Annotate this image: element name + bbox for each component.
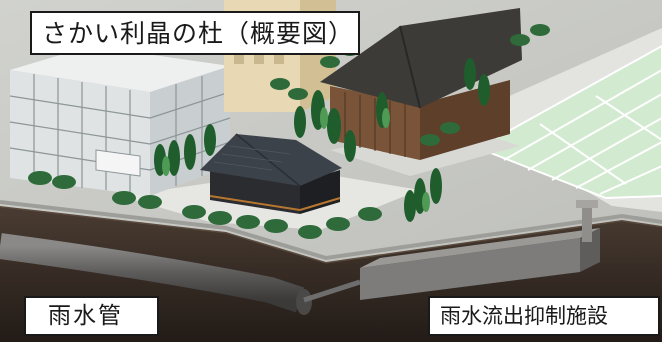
court-lines bbox=[503, 69, 662, 195]
glass-building bbox=[9, 46, 231, 196]
retention-tank-drawing bbox=[360, 200, 600, 300]
diagram-title: さかい利晶の杜（概要図） bbox=[30, 11, 360, 55]
plaza-rim bbox=[0, 200, 662, 261]
rainwater-pipe-drawing bbox=[0, 233, 361, 315]
tea-house bbox=[200, 133, 342, 214]
rainwater-facility-label: 雨水流出抑制施設 bbox=[428, 296, 660, 336]
rainwater-pipe-label: 雨水管 bbox=[24, 296, 159, 336]
